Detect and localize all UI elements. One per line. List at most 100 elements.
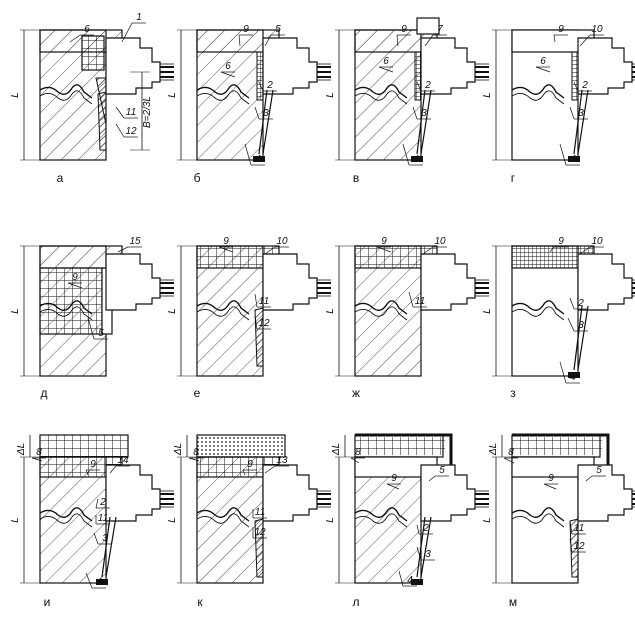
anchor-strip: [196, 84, 250, 99]
callout-leader: [396, 34, 399, 47]
window-frame: [105, 464, 161, 522]
callout-leader: [579, 246, 591, 255]
callout-leader: [254, 106, 260, 120]
callout-number: 11: [255, 507, 265, 518]
window-frame: [420, 253, 476, 311]
callout-number: 12: [125, 126, 137, 137]
callout-number: 8: [193, 447, 199, 458]
callout-number: 8: [508, 447, 514, 458]
callout-number: 4: [570, 154, 576, 165]
callout-number: 2: [581, 80, 588, 91]
cover-sheet: [355, 433, 453, 475]
callout-leader: [416, 524, 420, 535]
dimension-dl-label: ΔL: [16, 443, 27, 456]
callout-leader: [553, 34, 556, 43]
callout-leader: [422, 246, 434, 255]
panel-caption: к: [197, 595, 203, 609]
callout-leader: [115, 123, 125, 138]
anchor-strip: [354, 84, 408, 99]
callout-number: 4: [96, 577, 102, 588]
dimension-l-label: L: [167, 92, 178, 98]
callout-leader: [264, 246, 276, 255]
callout-leader: [350, 457, 360, 464]
panel-caption: л: [352, 595, 359, 609]
callout-leader: [376, 246, 392, 253]
dimension-l-label: L: [482, 308, 493, 314]
panel-caption: м: [509, 595, 517, 609]
anchor-strip: [354, 507, 408, 522]
flashing-line: [577, 305, 589, 371]
callout-leader: [115, 106, 125, 119]
panel-caption: г: [511, 171, 516, 185]
anchor-strip: [511, 300, 565, 315]
callout-number: 10: [591, 236, 603, 247]
dimension-b-label: B=2/3L: [142, 96, 153, 128]
anchor-strip-2: [354, 306, 408, 321]
callout-leader: [264, 465, 276, 474]
callout-leader: [254, 293, 258, 308]
callout-number: 3: [578, 108, 584, 119]
callout-number: 2: [422, 523, 429, 534]
callout-leader: [535, 66, 551, 73]
callout-leader: [559, 143, 567, 166]
callout-leader: [398, 570, 404, 587]
flashing-line-2: [573, 305, 583, 371]
callout-leader: [416, 546, 422, 561]
callout-number: 5: [439, 465, 445, 476]
anchor-strip-2: [39, 90, 93, 105]
callout-number: 3: [425, 549, 431, 560]
callout-leader: [69, 34, 81, 43]
anchor-strip-2: [354, 90, 408, 105]
flashing-line: [577, 89, 589, 155]
window-frame: [262, 464, 318, 522]
callout-leader: [386, 483, 400, 490]
dimension-l-label: L: [167, 517, 178, 523]
callout-number: 2: [577, 298, 584, 309]
callout-leader: [109, 465, 117, 474]
drip-sill: [411, 156, 423, 162]
panel-caption: б: [194, 171, 201, 185]
callout-number: 2: [266, 80, 273, 91]
callout-leader: [93, 532, 99, 545]
callout-number: 10: [276, 236, 288, 247]
anchor-strip-2: [196, 90, 250, 105]
callout-leader: [569, 538, 573, 553]
flashing-line: [420, 89, 432, 155]
callout-number: 11: [259, 296, 269, 307]
callout-number: 3: [102, 533, 108, 544]
callout-number: 9: [401, 24, 407, 35]
sealant-layer: [254, 307, 264, 367]
wall-section: [196, 456, 264, 584]
callout-number: 11: [126, 107, 136, 118]
panel-caption: в: [353, 171, 359, 185]
window-frame: [420, 464, 476, 522]
flashing-line-2: [416, 516, 426, 578]
callout-number: 4: [255, 154, 261, 165]
dimension-l-label: L: [482, 92, 493, 98]
callout-number: 13: [276, 455, 288, 466]
callout-leader: [264, 34, 272, 47]
callout-number: 11: [98, 513, 108, 524]
flashing-line-2: [416, 89, 426, 155]
callout-leader: [567, 317, 575, 332]
dimension-l-label: L: [167, 308, 178, 314]
panel-caption: ж: [352, 386, 360, 400]
dimension-l-label: L: [325, 308, 336, 314]
top-grid: [355, 437, 445, 455]
dimension-l-label: L: [482, 517, 493, 523]
callout-number: 5: [98, 328, 104, 339]
callout-leader: [569, 520, 573, 535]
top-insulation-layer: [196, 434, 286, 458]
drip-sill: [568, 156, 580, 162]
anchor-strip: [511, 84, 565, 99]
anchor-strip-2: [196, 513, 250, 528]
dimension-l-label: L: [325, 517, 336, 523]
window-frame: [420, 37, 476, 95]
callout-number: 8: [36, 447, 42, 458]
callout-leader: [549, 246, 555, 253]
anchor-strip-2: [511, 513, 565, 528]
flashing-line-2: [101, 516, 111, 578]
callout-leader: [585, 475, 593, 482]
callout-leader: [424, 34, 434, 47]
